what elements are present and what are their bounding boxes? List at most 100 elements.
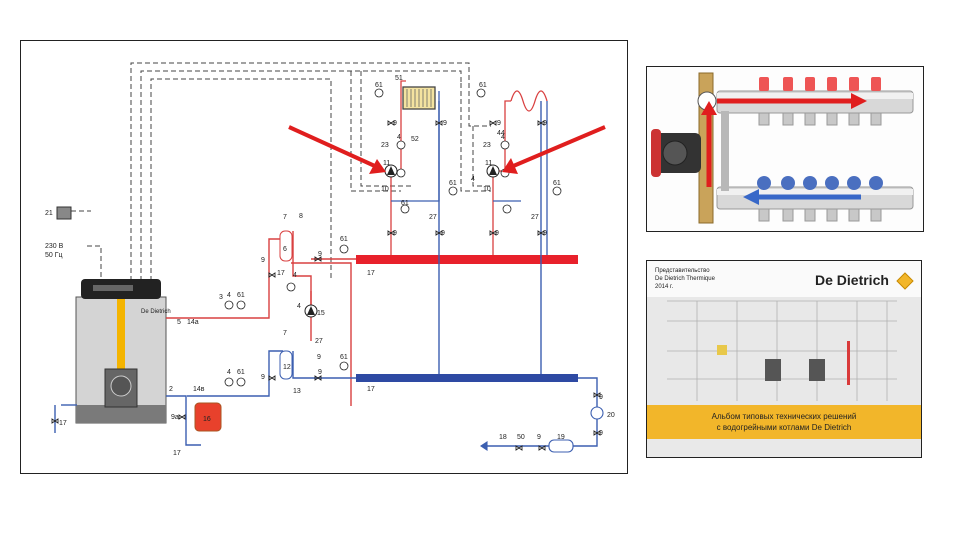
label-2: 2 [169,386,173,393]
heat-exchanger [279,350,293,380]
album-schematic-preview [667,300,897,401]
album-title-line2: с водогрейными котлами De Dietrich [717,423,852,432]
label-17c: 17 [367,386,375,393]
manifold-photo-panel [646,66,924,232]
label-20: 20 [607,412,615,419]
label-9m: 9 [543,230,547,237]
label-12: 12 [283,364,291,371]
component-labels: 2 5 14а 14в 3 4 61 4 61 7 8 6 9 17 4 9 6… [59,75,615,457]
hydraulic-separator [279,230,293,262]
label-61c: 61 [340,236,348,243]
label-23a: 23 [381,142,389,149]
label-9n: 9 [599,394,603,401]
label-4a: 4 [227,292,231,299]
label-44: 44 [497,130,505,137]
boiler: De Dietrich [75,279,171,424]
valve-icon [51,120,601,451]
album-title-line1: Альбом типовых технических решений [712,412,857,421]
label-4b: 4 [227,369,231,376]
album-header-line1: Представительство [655,268,710,274]
label-27a: 27 [315,338,323,345]
fill-line [480,406,604,453]
label-6: 6 [283,246,287,253]
label-16: 16 [203,416,211,423]
label-61b: 61 [237,369,245,376]
label-5: 5 [177,319,181,326]
label-61e: 61 [375,82,383,89]
label-11a: 11 [383,160,390,167]
label-9j: 9 [497,120,501,127]
label-61h: 61 [479,82,487,89]
label-10b: 10 [483,186,491,193]
label-17a: 17 [277,270,285,277]
boiler-brand-label: De Dietrich [141,309,171,315]
label-61i: 61 [553,180,561,187]
label-17e: 17 [59,420,67,427]
label-9d: 9 [261,374,265,381]
label-61d: 61 [340,354,348,361]
manifold-illustration [647,67,923,231]
label-9h: 9 [393,230,397,237]
label-61g: 61 [449,180,457,187]
label-9p: 9 [537,434,541,441]
label-3: 3 [219,294,223,301]
label-4g: 4 [471,176,475,183]
label-7a: 7 [283,214,287,221]
pump-icon [304,304,318,318]
annotation-arrows [288,125,606,174]
power-supply: 21 230 В 50 Гц [45,206,72,259]
label-14a: 14а [187,319,199,326]
label-10a: 10 [381,186,389,193]
label-9f: 9 [393,120,397,127]
water-meter-20 [590,406,604,420]
label-9e: 9 [318,369,322,376]
label-9a: 9 [261,257,265,264]
label-9g: 9 [443,120,447,127]
de-dietrich-logo-icon [896,272,914,290]
label-27c: 27 [531,214,539,221]
gas-line [117,299,125,371]
label-61a: 61 [237,292,245,299]
label-4c: 4 [293,272,297,279]
album-cover: Представительство De Dietrich Thermique … [647,261,921,457]
label-9oa: 9а [171,414,179,421]
label-15: 15 [317,310,325,317]
label-9b: 9 [318,251,322,258]
album-header-line3: 2014 г. [655,284,673,290]
label-9k: 9 [543,120,547,127]
control-wiring [71,62,491,281]
label-8: 8 [299,213,303,220]
label-19: 19 [557,434,565,441]
power-voltage-label: 230 В [45,243,64,250]
label-9c: 9 [317,354,321,361]
label-13: 13 [293,388,301,395]
label-18: 18 [499,434,507,441]
heating-schematic-diagram: De Dietrich 21 230 В 50 Гц [45,62,615,457]
label-51: 51 [395,75,403,82]
label-27b: 27 [429,214,437,221]
label-11b: 11 [485,160,492,167]
flow-arrows [701,93,867,205]
boiler-icon [809,359,825,381]
label-14b: 14в [193,386,205,393]
label-17b: 17 [367,270,375,277]
album-brand: De Dietrich [815,272,889,288]
pump-icon [486,164,500,178]
album-header-line2: De Dietrich Thermique [655,276,716,282]
power-frequency-label: 50 Гц [45,252,63,259]
label-17d: 17 [173,450,181,457]
heating-circuit-1 [390,80,440,255]
album-title-band [647,405,921,439]
label-9l: 9 [495,230,499,237]
heating-schematic-panel: De Dietrich 21 230 В 50 Гц [20,40,628,474]
label-4f: 4 [501,134,505,141]
label-23b: 23 [483,142,491,149]
boiler-icon [765,359,781,381]
junction-box-icon [56,206,72,220]
label-4e: 4 [397,134,401,141]
label-9i: 9 [441,230,445,237]
return-manifold-bar [716,176,914,222]
album-cover-panel: Представительство De Dietrich Thermique … [646,260,922,458]
label-52: 52 [411,136,419,143]
boiler-base [76,405,166,423]
